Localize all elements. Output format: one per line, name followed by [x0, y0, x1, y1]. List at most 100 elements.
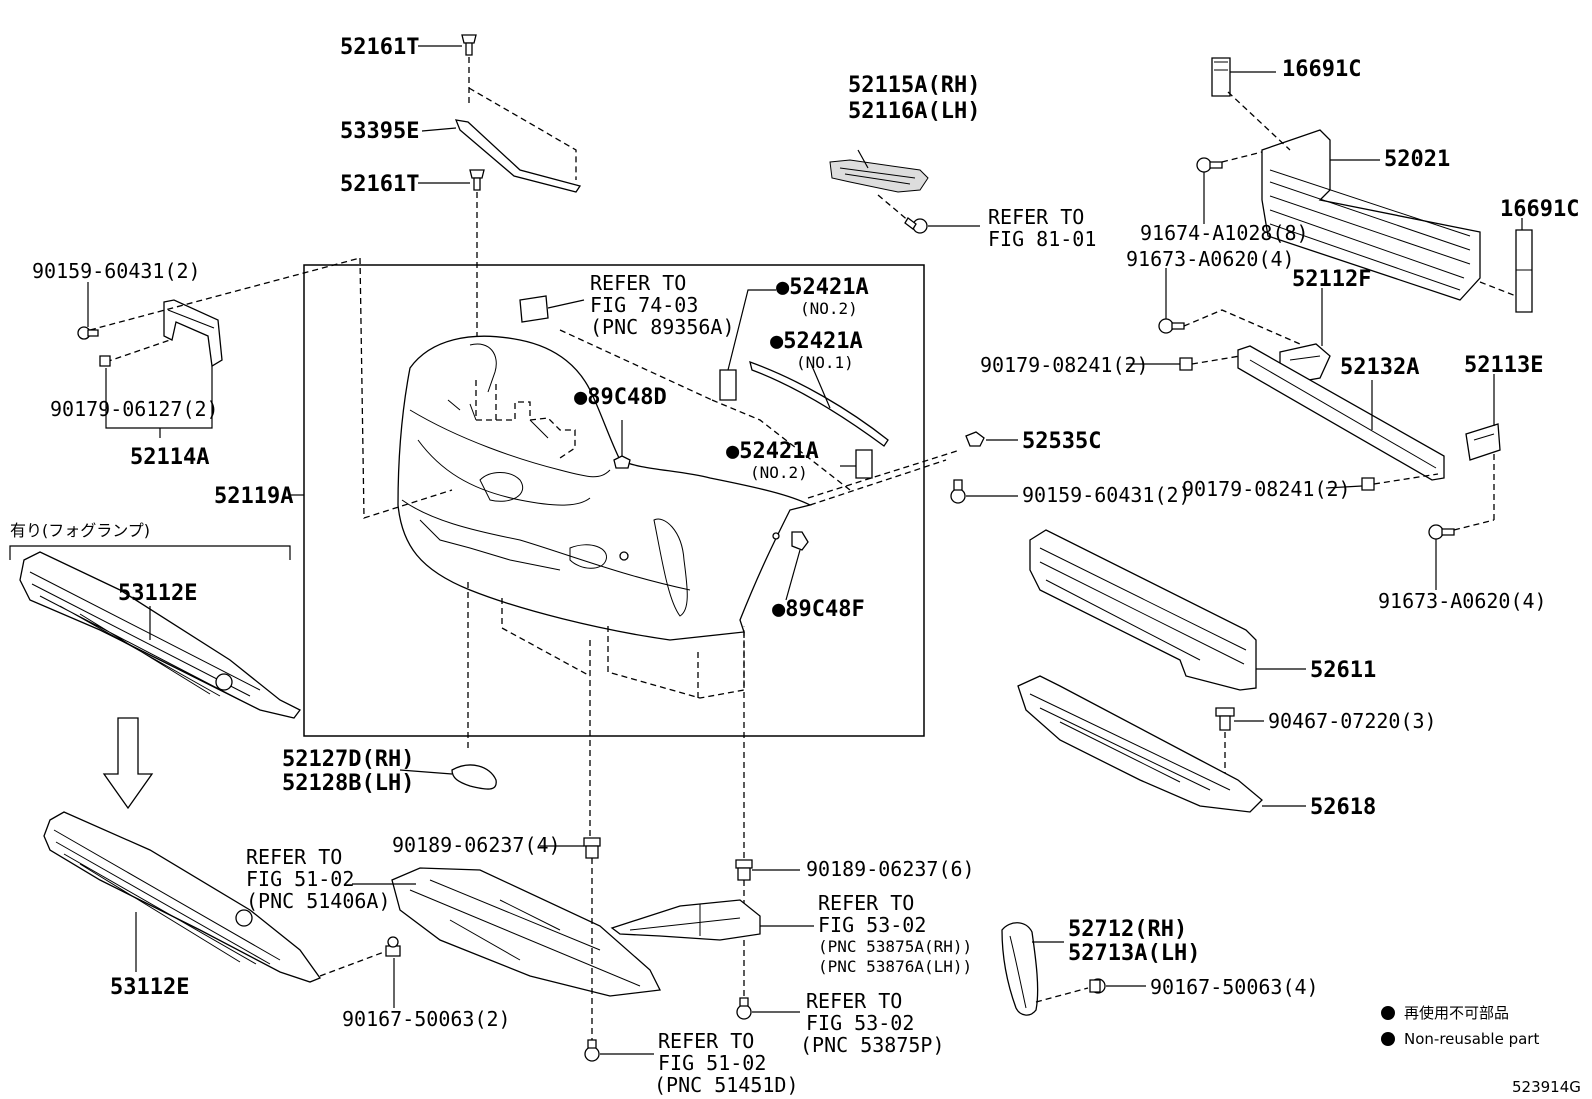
label-ref81-1: REFER TO [988, 205, 1084, 229]
bolt-81-01[interactable] [904, 217, 928, 234]
nut-90179-08241-a[interactable] [1179, 357, 1193, 371]
cover-52712[interactable] [1001, 922, 1039, 1016]
support-52618[interactable] [1017, 675, 1263, 813]
label-53112E-top: 53112E [118, 581, 197, 606]
label-ref51-2: FIG 51-02 [246, 867, 354, 891]
label-ref81-2: FIG 81-01 [988, 227, 1096, 251]
cushion-16691C-top[interactable] [1211, 57, 1231, 97]
clip-89C48D[interactable] [613, 455, 631, 469]
pad-52421A-no2-bottom[interactable] [855, 449, 873, 479]
label-52421A-2: ●52421A [770, 329, 863, 354]
label-52421A-3: ●52421A [726, 439, 819, 464]
label-52161T-mid: 52161T [340, 172, 419, 197]
label-52713A: 52713A(LH) [1068, 941, 1200, 966]
label-52161T-top: 52161T [340, 35, 419, 60]
clip-90189-6[interactable] [735, 859, 753, 881]
label-52116A: 52116A(LH) [848, 99, 980, 124]
label-90179-08241-b: 90179-08241(2) [1182, 477, 1351, 501]
bolt-90167-4[interactable] [1089, 978, 1106, 994]
label-89C48F: ●89C48F [772, 597, 865, 622]
label-52421A-3-no: (NO.2) [750, 463, 808, 482]
clip-52161T-mid[interactable] [469, 169, 485, 191]
label-90159-right: 90159-60431(2) [1022, 483, 1191, 507]
bolt-90159-left[interactable] [77, 326, 99, 340]
bracket-52113E[interactable] [1465, 423, 1501, 461]
label-91674: 91674-A1028(8) [1140, 221, 1309, 245]
label-52712: 52712(RH) [1068, 917, 1187, 942]
label-90189-4: 90189-06237(4) [392, 833, 561, 857]
bracket-52114A[interactable] [163, 299, 223, 368]
clip-89C48F[interactable] [791, 531, 809, 551]
label-52421A-2-no: (NO.1) [796, 353, 854, 372]
label-ref51b-3: (PNC 51451D) [654, 1073, 799, 1097]
label-52128B: 52128B(LH) [282, 771, 414, 796]
bolt-51451D[interactable] [584, 1039, 600, 1062]
grille-53112E-fog[interactable] [19, 551, 301, 719]
label-ref74-3: (PNC 89356A) [590, 315, 735, 339]
label-ref53b-1: REFER TO [806, 989, 902, 1013]
plate-89356A[interactable] [519, 295, 549, 323]
bumper-cover-box [303, 264, 925, 737]
label-52115A: 52115A(RH) [848, 73, 980, 98]
label-90189-6: 90189-06237(6) [806, 857, 975, 881]
label-90167-2: 90167-50063(2) [342, 1007, 511, 1031]
nut-90179-08241-b[interactable] [1361, 477, 1375, 491]
clip-52535C[interactable] [965, 431, 985, 447]
label-52132A: 52132A [1340, 355, 1419, 380]
label-52021: 52021 [1384, 147, 1450, 172]
absorber-52611[interactable] [1029, 529, 1257, 691]
grille-53112E[interactable] [43, 811, 322, 983]
bolt-90167-2[interactable] [385, 936, 401, 957]
label-53112E-bot: 53112E [110, 975, 189, 1000]
bolt-91673-top[interactable] [1158, 318, 1185, 334]
bolt-91674[interactable] [1196, 157, 1223, 173]
bolt-91673-bottom[interactable] [1428, 524, 1455, 540]
legend-dot-jp [1381, 1006, 1395, 1020]
label-52114A: 52114A [130, 445, 209, 470]
label-ref53a-3: (PNC 53875A(RH)) [818, 937, 972, 956]
label-ref53a-1: REFER TO [818, 891, 914, 915]
pad-52421A-no2-top[interactable] [719, 369, 737, 401]
undercover-51406A[interactable] [391, 867, 661, 997]
label-ref53b-3: (PNC 53875P) [800, 1033, 945, 1057]
legend-dot-en [1381, 1032, 1395, 1046]
label-52112F: 52112F [1292, 267, 1371, 292]
cushion-16691C-right[interactable] [1515, 229, 1533, 313]
retainer-53395E[interactable] [454, 119, 582, 193]
label-ref53a-4: (PNC 53876A(LH)) [818, 957, 972, 976]
label-52618: 52618 [1310, 795, 1376, 820]
shield-53875A[interactable] [610, 899, 761, 941]
bolt-53875P[interactable] [736, 997, 752, 1020]
label-ref51b-2: FIG 51-02 [658, 1051, 766, 1075]
label-16691C-right: 16691C [1500, 197, 1579, 222]
label-ref74-2: FIG 74-03 [590, 293, 698, 317]
clip-90467[interactable] [1215, 707, 1235, 731]
label-ref53a-2: FIG 53-02 [818, 913, 926, 937]
clip-90189-4[interactable] [583, 837, 601, 859]
bumper-cover-52119A[interactable] [397, 335, 812, 641]
label-52535C: 52535C [1022, 429, 1101, 454]
label-ref51b-1: REFER TO [658, 1029, 754, 1053]
label-90159-left: 90159-60431(2) [32, 259, 201, 283]
label-52421A-1: ●52421A [776, 275, 869, 300]
label-90179-08241-a: 90179-08241(2) [980, 353, 1149, 377]
label-53395E: 53395E [340, 119, 419, 144]
cover-52127D[interactable] [451, 764, 497, 790]
absorber-52132A[interactable] [1237, 345, 1445, 481]
label-ref53b-2: FIG 53-02 [806, 1011, 914, 1035]
bolt-90159-right[interactable] [950, 479, 966, 504]
bracket-52115A[interactable] [829, 159, 929, 193]
label-ref74-1: REFER TO [590, 271, 686, 295]
label-91673-top: 91673-A0620(4) [1126, 247, 1295, 271]
label-ref51-1: REFER TO [246, 845, 342, 869]
nut-90179-06127[interactable] [99, 355, 111, 367]
label-52113E: 52113E [1464, 353, 1543, 378]
strip-52421A-no1[interactable] [749, 360, 889, 447]
legend-text-jp: 再使用不可部品 [1404, 1004, 1509, 1022]
clip-52161T-top[interactable] [461, 34, 477, 56]
label-ref51-3: (PNC 51406A) [246, 889, 391, 913]
label-52119A: 52119A [214, 484, 293, 509]
reinforcement-52021[interactable] [1261, 129, 1481, 301]
label-52611: 52611 [1310, 658, 1376, 683]
